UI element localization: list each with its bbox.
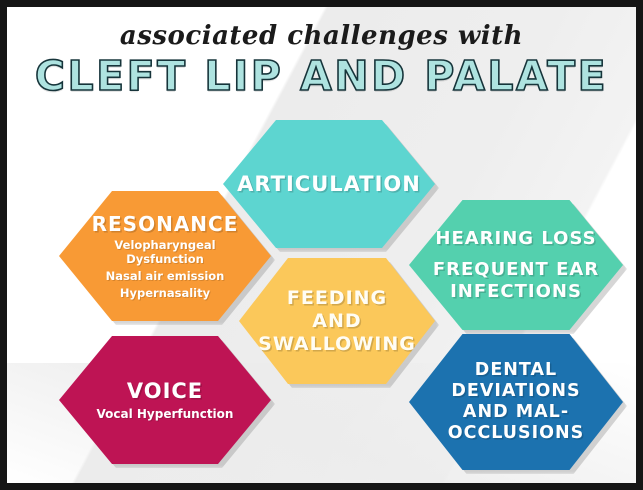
hexagon-dental-title-line-3: AND MAL-: [462, 402, 570, 422]
hexagon-feeding-title-line-1: FEEDING: [286, 286, 388, 309]
hexagon-articulation-title: ARTICULATION: [237, 172, 421, 196]
hexagon-feeding-title-line-2: AND: [312, 309, 362, 332]
poster-headline: CLEFT LIP AND PALATE: [34, 52, 609, 100]
hexagon-dental-title-line-4: OCCLUSIONS: [447, 423, 585, 443]
hexagon-resonance-subline-1: Velopharyngeal: [114, 238, 216, 252]
hexagon-resonance-subline-3: Nasal air emission: [105, 269, 225, 283]
hexagon-voice-subline-1: Vocal Hyperfunction: [96, 407, 234, 421]
hexagon-hearing-title-line-3: INFECTIONS: [450, 280, 582, 302]
hexagon-resonance-subline-4: Hypernasality: [119, 286, 211, 300]
hexagon-dental-title-line-2: DEVIATIONS: [451, 381, 581, 401]
poster-kicker: associated challenges with: [119, 21, 524, 51]
hexagon-feeding-title-line-3: SWALLOWING: [258, 332, 416, 355]
hexagon-resonance-subline-2: Dysfunction: [126, 252, 204, 266]
poster-header: associated challenges with CLEFT LIP AND…: [7, 21, 636, 100]
hexagon-resonance-title: RESONANCE: [91, 212, 239, 236]
hexagon-dental-title-line-1: DENTAL: [474, 360, 558, 380]
hexagon-hearing-title-line-2: FREQUENT EAR: [432, 258, 600, 280]
hexagon-voice-title: VOICE: [126, 379, 204, 403]
hexagon-hearing-title-line-1: HEARING LOSS: [435, 227, 597, 249]
